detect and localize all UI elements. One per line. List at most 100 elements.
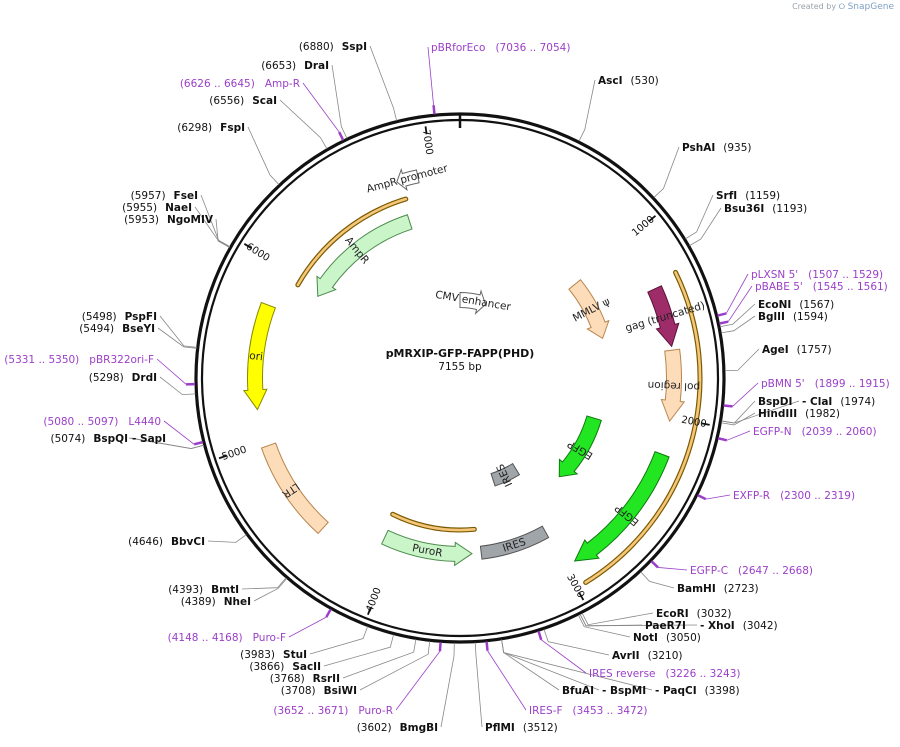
enzyme-position: (4389) [181,596,216,608]
enzyme-bspqi[interactable]: (5074)BspQI [50,433,128,445]
feature-ires[interactable] [490,462,521,487]
enzyme-bsiwi[interactable]: (3708)BsiWI [281,685,357,697]
primer-leader-line [487,650,527,711]
enzyme-stui[interactable]: (3983)StuI [240,649,307,661]
enzyme-leader-line [159,315,197,348]
credit-prefix: Created by [792,2,837,11]
enzyme-econi[interactable]: EcoNI(1567) [758,299,834,311]
enzyme-pspfi[interactable]: (5498)PspFI [82,311,157,323]
enzyme-position: (3032) [697,608,732,620]
enzyme-ecori[interactable]: EcoRI (3032) [656,608,732,620]
primer-marker [432,105,436,115]
enzyme-bamhi[interactable]: BamHI(2723) [677,583,759,595]
enzyme-agei[interactable]: AgeI(1757) [762,344,832,356]
feature-egfp[interactable] [573,451,670,562]
primer-marker [485,641,489,651]
feature-ampr-promoter[interactable] [396,167,420,192]
enzyme-position: (3210) [648,650,683,662]
primer-position: (3652 .. 3671) [273,705,348,717]
enzyme-bmti[interactable]: (4393)BmtI [168,584,239,596]
feature-ori[interactable] [242,301,277,411]
primer-egfpc[interactable]: EGFP-C(2647 .. 2668) [690,565,813,577]
enzyme-leader-line [501,639,600,691]
enzyme-scai[interactable]: (6556)ScaI [209,95,277,107]
tick-label: 2000 [680,415,707,431]
enzyme-bseyi[interactable]: (5494)BseYI [79,323,155,335]
enzyme-noti[interactable]: NotI(3050) [633,632,701,644]
primer-name: Puro-R [358,705,393,717]
enzyme-asci[interactable]: AscI(530) [598,75,659,87]
enzyme-pshai[interactable]: PshAI(935) [682,142,752,154]
enzyme-drai[interactable]: (6653)DraI [261,60,329,72]
snapgene-credit: Created by ⭘ SnapGene [792,2,894,12]
enzyme-name: EcoRI [656,608,689,620]
primer-marker [325,608,332,618]
enzyme-bspmi[interactable]: - BspMI [602,685,646,697]
enzyme-xhoi[interactable]: - XhoI(3042) [700,620,778,632]
primer-pbmn5[interactable]: pBMN 5'(1899 .. 1915) [761,378,890,390]
primer-pbrforeco[interactable]: pBRforEco(7036 .. 7054) [431,42,570,54]
enzyme-naei[interactable]: (5955)NaeI [122,202,192,214]
primer-egfpn[interactable]: EGFP-N(2039 .. 2060) [753,426,877,438]
leader-lines [128,45,800,728]
primer-l4440[interactable]: (5080 .. 5097)L4440 [43,416,161,428]
primer-position: (6626 .. 6645) [180,78,255,90]
feature-puror[interactable] [380,529,473,567]
primer-plxsn5[interactable]: pLXSN 5'(1507 .. 1529) [751,269,883,281]
enzyme-rsrii[interactable]: (3768)RsrII [270,673,340,685]
enzyme-sspi[interactable]: (6880)SspI [299,41,367,53]
feature-gag-truncated[interactable] [647,285,680,348]
enzyme-name: RsrII [313,673,340,685]
enzyme-bmgbi[interactable]: (3602)BmgBI [357,722,438,734]
enzyme-srfi[interactable]: SrfI(1159) [716,190,780,202]
enzyme-name: - PaqCI [655,685,697,697]
feature-ltr[interactable] [260,442,329,535]
enzyme-sapi[interactable]: - SapI [132,433,166,445]
feature-ires[interactable] [479,525,550,560]
feature-mmlv[interactable] [568,279,610,340]
primer-iresreverse[interactable]: IRES reverse(3226 .. 3243) [589,668,741,680]
primer-marker [193,440,204,446]
primer-pbr322orif[interactable]: (5331 .. 5350)pBR322ori-F [4,354,154,366]
plasmid-size: 7155 bp [438,361,482,373]
enzyme-paqci[interactable]: - PaqCI(3398) [655,685,740,697]
primer-position: (2039 .. 2060) [802,426,877,438]
feature-pol-region[interactable] [660,348,686,423]
enzyme-bbvci[interactable]: (4646)BbvCI [128,536,205,548]
enzyme-fsei[interactable]: (5957)FseI [131,190,198,202]
enzyme-name: BspQI [93,433,128,445]
feature-label-ori: ori [249,350,264,363]
enzyme-paer7i[interactable]: PaeR7I [645,620,686,632]
primer-ampr[interactable]: (6626 .. 6645)Amp-R [180,78,300,90]
enzyme-bsu36i[interactable]: Bsu36I(1193) [724,203,807,215]
enzyme-fspi[interactable]: (6298)FspI [177,122,245,134]
primer-pbabe5[interactable]: pBABE 5'(1545 .. 1561) [755,281,888,293]
enzyme-hindiii[interactable]: HindIII(1982) [758,408,840,420]
enzyme-sacii[interactable]: (3866)SacII [249,661,321,673]
primer-exfpr[interactable]: EXFP-R(2300 .. 2319) [733,490,855,502]
enzyme-ngomiv[interactable]: (5953)NgoMIV [124,214,214,226]
enzyme-pflmi[interactable]: PflMI(3512) [485,722,558,734]
orf-arcs [295,196,703,585]
enzyme-leader-line [309,626,368,655]
primer-puror[interactable]: (3652 .. 3671) Puro-R [273,705,393,717]
enzyme-avrii[interactable]: AvrII(3210) [612,650,683,662]
primer-purof[interactable]: (4148 .. 4168)Puro-F [168,632,286,644]
enzyme-leader-line [200,194,231,247]
enzyme-drdi[interactable]: (5298)DrdI [89,372,157,384]
primer-iresf[interactable]: IRES-F(3453 .. 3472) [529,705,648,717]
enzyme-name: BmtI [211,584,239,596]
primer-leader-line [705,494,731,500]
enzyme-bspdi[interactable]: BspDI [758,396,792,408]
feature-egfp[interactable] [558,415,602,478]
credit-brand: SnapGene [847,2,894,12]
enzyme-clai[interactable]: - ClaI(1974) [802,396,875,408]
feature-cmv-enhancer[interactable] [459,289,487,315]
enzyme-nhei[interactable]: (4389)NheI [181,596,251,608]
enzyme-bglii[interactable]: BglII(1594) [758,311,828,323]
feature-ampr[interactable] [316,214,413,298]
primer-marker [338,131,345,141]
enzyme-bfuai[interactable]: BfuAI [562,685,594,697]
